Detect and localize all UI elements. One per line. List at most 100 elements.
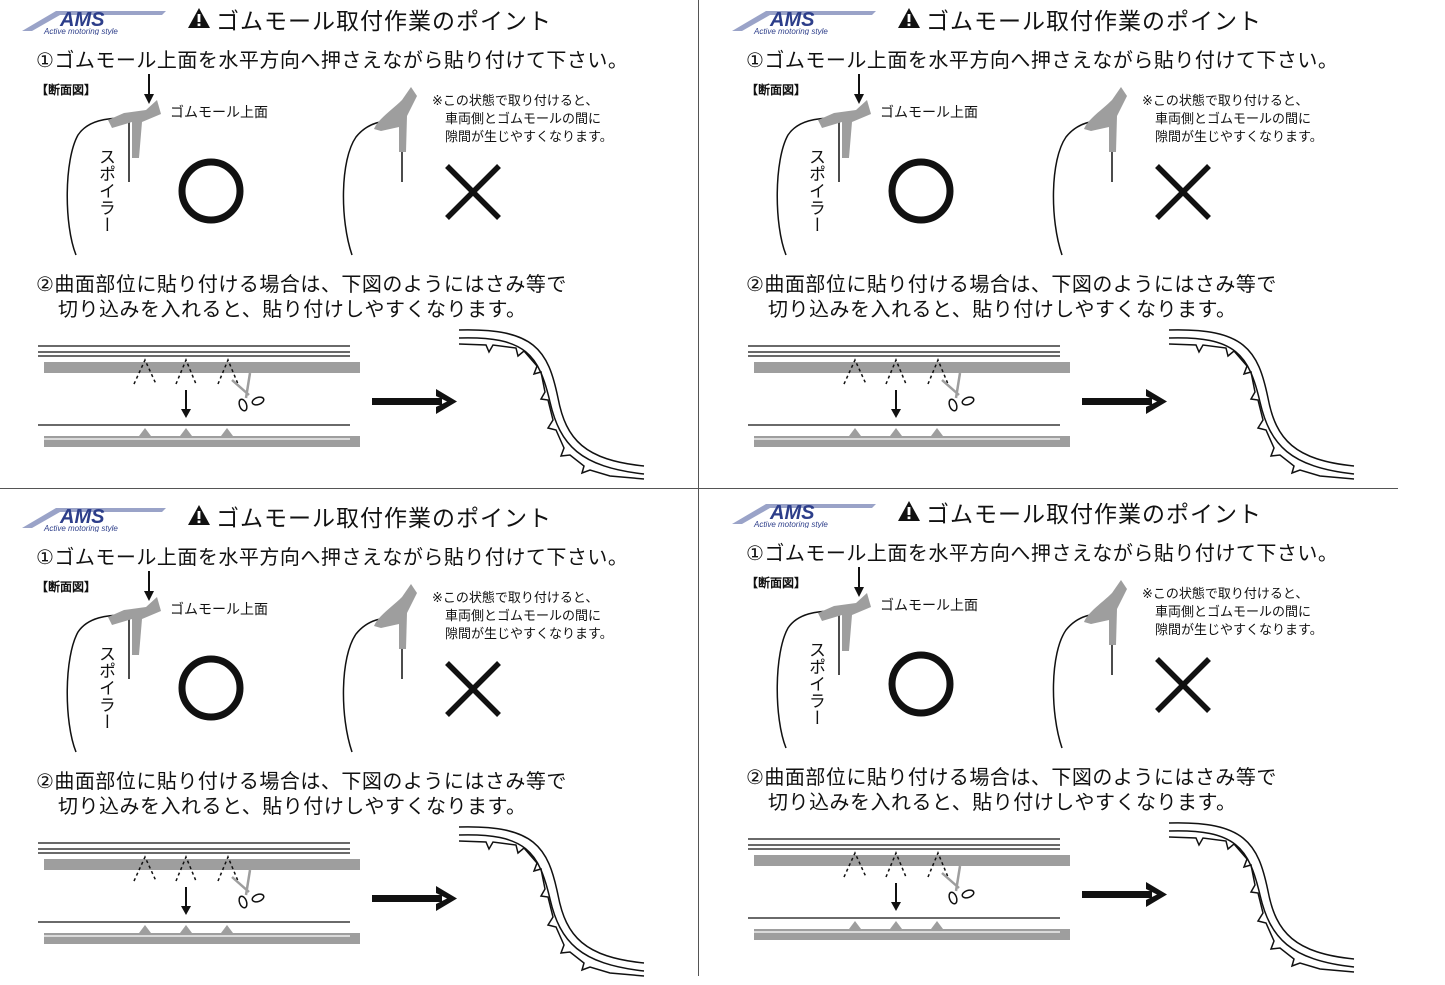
arrow-right-icon — [372, 389, 457, 414]
molding-top-label: ゴムモール上面 — [880, 105, 978, 121]
step2-line: ②曲面部位に貼り付ける場合は、下図のようにはさみ等で — [746, 765, 1277, 789]
note-line: 車両側とゴムモールの間に — [445, 609, 602, 624]
note-line: 車両側とゴムモールの間に — [445, 112, 602, 127]
svg-text:AMS: AMS — [769, 9, 815, 31]
warning-note: ※この状態で取り付けると、 車両側とゴムモールの間に 隙間が生じやすくなります。 — [432, 590, 613, 644]
svg-text:Active motoring style: Active motoring style — [43, 27, 118, 35]
step2-instruction: ②曲面部位に貼り付ける場合は、下図のようにはさみ等で 切り込みを入れると、貼り付… — [746, 272, 1277, 322]
curved-molding — [1168, 329, 1355, 480]
horizontal-divider — [0, 488, 1398, 489]
down-arrow-icon — [181, 390, 191, 418]
section-label: 【断面図】 — [746, 576, 807, 590]
step2-line: ②曲面部位に貼り付ける場合は、下図のようにはさみ等で — [36, 272, 567, 296]
incorrect-cross-section — [1052, 87, 1127, 256]
step1-instruction: ①ゴムモール上面を水平方向へ押さえながら貼り付けて下さい。 — [36, 545, 629, 569]
step2-line: 切り込みを入れると、貼り付けしやすくなります。 — [768, 297, 1237, 321]
illustration — [38, 571, 645, 977]
step2-line: ②曲面部位に貼り付ける場合は、下図のようにはさみ等で — [36, 769, 567, 793]
cross-icon — [1155, 164, 1211, 220]
step2-line: 切り込みを入れると、貼り付けしやすくなります。 — [768, 790, 1237, 814]
correct-cross-section — [776, 593, 871, 749]
scissors-icon — [941, 865, 975, 905]
molding-strip-uncut — [748, 838, 1070, 866]
cut-marks — [133, 358, 239, 385]
arrow-right-icon — [372, 886, 457, 911]
step1-instruction: ①ゴムモール上面を水平方向へ押さえながら貼り付けて下さい。 — [746, 541, 1339, 565]
section-label: 【断面図】 — [746, 83, 807, 97]
curved-molding — [1168, 822, 1355, 973]
circle-icon — [888, 158, 954, 224]
section-label: 【断面図】 — [36, 580, 97, 594]
molding-strip-notched — [748, 917, 1070, 940]
warning-note: ※この状態で取り付けると、 車両側とゴムモールの間に 隙間が生じやすくなります。 — [1142, 586, 1323, 640]
warning-note: ※この状態で取り付けると、 車両側とゴムモールの間に 隙間が生じやすくなります。 — [432, 93, 613, 147]
down-arrow-icon — [854, 567, 864, 597]
warning-triangle-icon — [188, 8, 210, 28]
arrow-right-icon — [1082, 389, 1167, 414]
spoiler-label: スポイラー — [95, 645, 115, 730]
molding-top-label: ゴムモール上面 — [170, 105, 268, 121]
note-line: ※この状態で取り付けると、 — [1142, 587, 1309, 602]
note-line: 車両側とゴムモールの間に — [1155, 605, 1312, 620]
molding-strip-notched — [748, 424, 1070, 447]
spoiler-label: スポイラー — [805, 641, 825, 726]
section-label: 【断面図】 — [36, 83, 97, 97]
curved-molding — [458, 826, 645, 977]
molding-strip-uncut — [38, 345, 360, 373]
step2-line: ②曲面部位に貼り付ける場合は、下図のようにはさみ等で — [746, 272, 1277, 296]
step2-instruction: ②曲面部位に貼り付ける場合は、下図のようにはさみ等で 切り込みを入れると、貼り付… — [746, 765, 1277, 815]
molding-strip-uncut — [38, 842, 360, 870]
page-title: ゴムモール取付作業のポイント — [926, 9, 1262, 35]
correct-cross-section — [776, 100, 871, 256]
svg-text:AMS: AMS — [59, 9, 105, 31]
circle-icon — [178, 158, 244, 224]
illustration — [38, 74, 645, 480]
warning-triangle-icon — [898, 501, 920, 521]
molding-strip-notched — [38, 921, 360, 944]
step2-line: 切り込みを入れると、貼り付けしやすくなります。 — [58, 794, 527, 818]
curved-molding — [458, 329, 645, 480]
svg-text:Active motoring style: Active motoring style — [753, 27, 828, 35]
down-arrow-icon — [144, 74, 154, 104]
instruction-panel: AMS Active motoring style ゴムモール取付作業のポイント… — [710, 493, 1408, 981]
note-line: ※この状態で取り付けると、 — [432, 94, 599, 109]
ams-logo: AMS Active motoring style — [732, 502, 876, 528]
warning-triangle-icon — [898, 8, 920, 28]
down-arrow-icon — [144, 571, 154, 601]
cross-icon — [1155, 657, 1211, 713]
ams-logo: AMS Active motoring style — [22, 9, 166, 35]
illustration — [748, 74, 1355, 480]
page-title: ゴムモール取付作業のポイント — [926, 502, 1262, 528]
svg-text:AMS: AMS — [769, 502, 815, 524]
note-line: 隙間が生じやすくなります。 — [445, 130, 613, 145]
circle-icon — [178, 655, 244, 721]
step2-line: 切り込みを入れると、貼り付けしやすくなります。 — [58, 297, 527, 321]
warning-triangle-icon — [188, 505, 210, 525]
scissors-icon — [231, 869, 265, 909]
cross-icon — [445, 164, 501, 220]
page-title: ゴムモール取付作業のポイント — [216, 9, 552, 35]
spoiler-label: スポイラー — [95, 148, 115, 233]
cross-icon — [445, 661, 501, 717]
instruction-panel: AMS Active motoring style ゴムモール取付作業のポイント… — [0, 0, 698, 488]
cut-marks — [843, 851, 949, 878]
svg-text:Active motoring style: Active motoring style — [753, 520, 828, 528]
incorrect-cross-section — [342, 584, 417, 753]
correct-cross-section — [66, 100, 161, 256]
svg-text:Active motoring style: Active motoring style — [43, 524, 118, 532]
step2-instruction: ②曲面部位に貼り付ける場合は、下図のようにはさみ等で 切り込みを入れると、貼り付… — [36, 769, 567, 819]
down-arrow-icon — [854, 74, 864, 104]
warning-note: ※この状態で取り付けると、 車両側とゴムモールの間に 隙間が生じやすくなります。 — [1142, 93, 1323, 147]
down-arrow-icon — [181, 887, 191, 915]
molding-strip-uncut — [748, 345, 1070, 373]
ams-logo: AMS Active motoring style — [22, 506, 166, 532]
scissors-icon — [941, 372, 975, 412]
cut-marks — [133, 855, 239, 882]
note-line: 隙間が生じやすくなります。 — [1155, 623, 1323, 638]
step1-instruction: ①ゴムモール上面を水平方向へ押さえながら貼り付けて下さい。 — [746, 48, 1339, 72]
ams-logo: AMS Active motoring style — [732, 9, 876, 35]
molding-strip-notched — [38, 424, 360, 447]
note-line: 隙間が生じやすくなります。 — [1155, 130, 1323, 145]
svg-text:AMS: AMS — [59, 506, 105, 528]
illustration — [748, 567, 1355, 973]
